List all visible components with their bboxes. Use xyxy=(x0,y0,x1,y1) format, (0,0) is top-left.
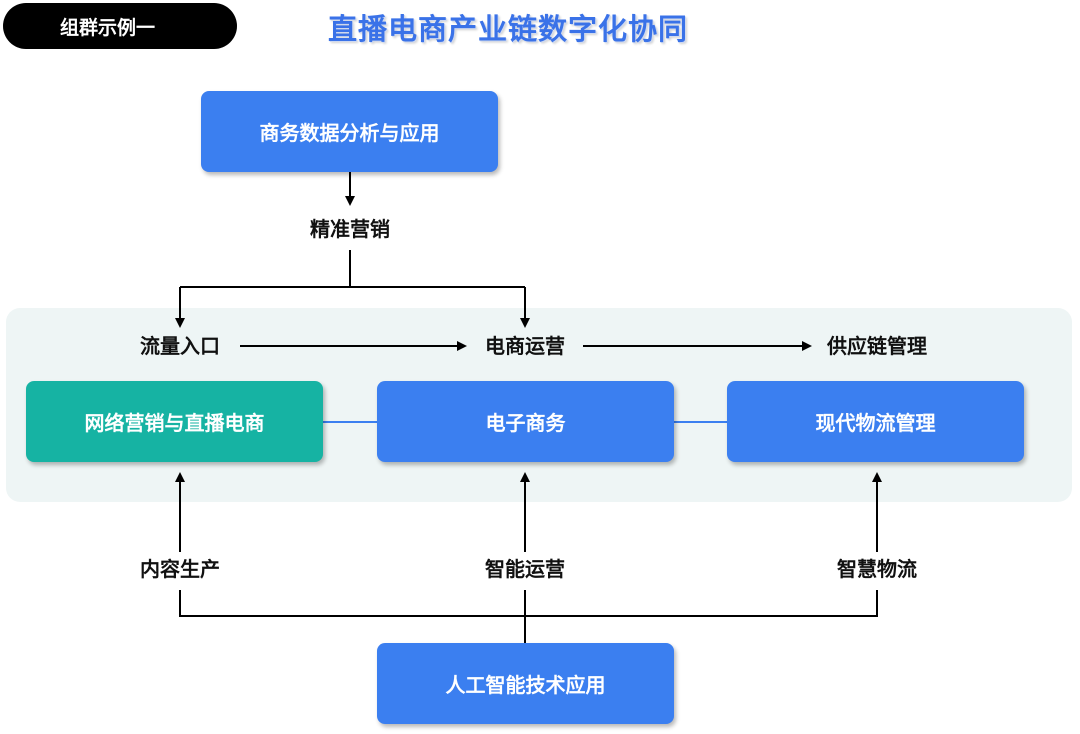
box-business-data-analysis: 商务数据分析与应用 xyxy=(201,91,498,172)
box-modern-logistics: 现代物流管理 xyxy=(727,381,1024,462)
label-traffic-entry: 流量入口 xyxy=(140,334,220,358)
label-smart-operation: 智能运营 xyxy=(485,557,565,581)
label-ecommerce-operation: 电商运营 xyxy=(485,334,565,358)
connector-precision-split xyxy=(180,250,351,288)
label-supply-chain: 供应链管理 xyxy=(827,334,927,358)
box-network-marketing-label: 网络营销与直播电商 xyxy=(84,411,265,435)
box-modern-logistics-label: 现代物流管理 xyxy=(815,411,936,435)
label-precision-marketing: 精准营销 xyxy=(310,217,390,241)
box-ecommerce-label: 电子商务 xyxy=(485,411,566,435)
box-business-data-analysis-label: 商务数据分析与应用 xyxy=(259,121,440,145)
section-badge: 组群示例一 xyxy=(3,3,237,49)
label-smart-logistics: 智慧物流 xyxy=(837,557,917,581)
box-ai-technology: 人工智能技术应用 xyxy=(377,643,674,724)
connector-bottom-bus xyxy=(179,590,878,617)
box-ai-technology-label: 人工智能技术应用 xyxy=(445,673,606,697)
page-title: 直播电商产业链数字化协同 xyxy=(328,12,689,46)
box-network-marketing: 网络营销与直播电商 xyxy=(26,381,323,462)
box-ecommerce: 电子商务 xyxy=(377,381,674,462)
label-content-production: 内容生产 xyxy=(140,557,220,581)
section-badge-label: 组群示例一 xyxy=(60,16,156,39)
